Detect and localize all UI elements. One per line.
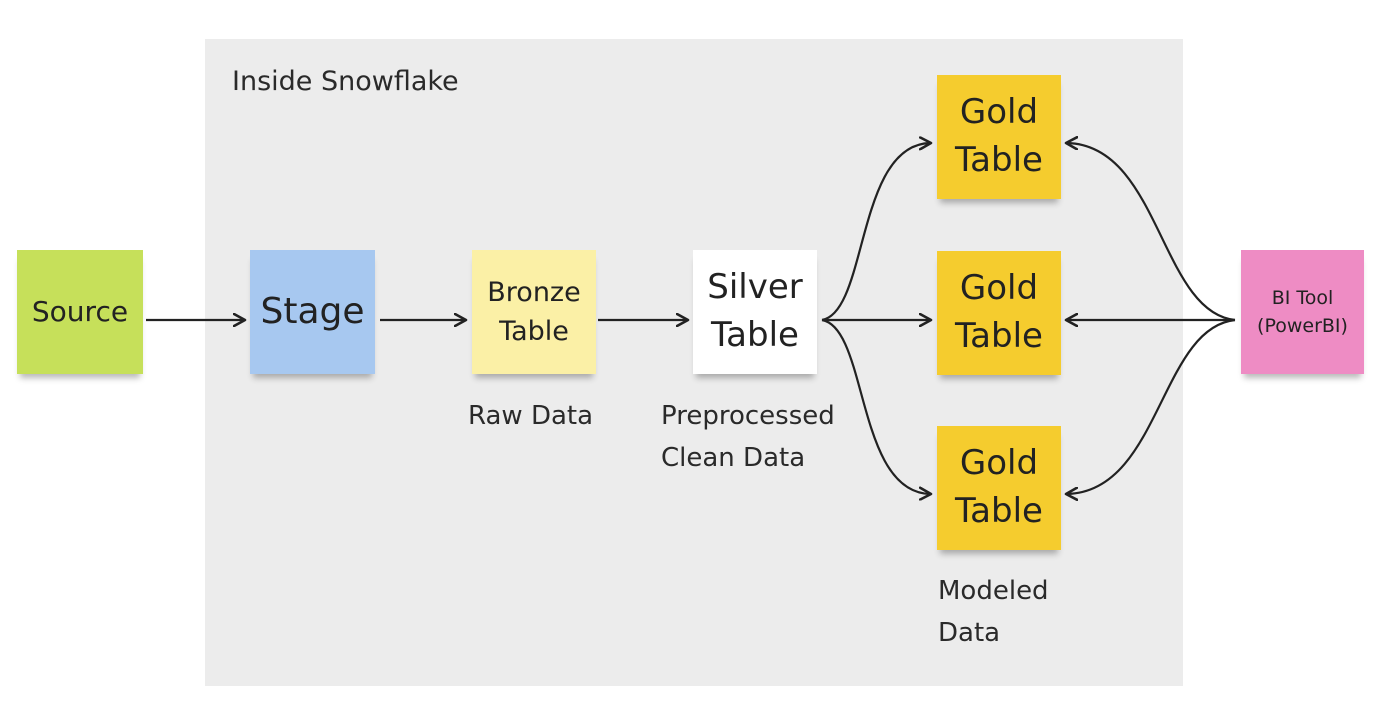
source-node: Source (17, 250, 143, 374)
modeled-caption-line1: Modeled (938, 576, 1049, 606)
gold-table-node-2: Gold Table (937, 251, 1061, 375)
bronze-table-label-line2: Table (499, 316, 569, 347)
stage-node: Stage (250, 250, 375, 374)
preprocessed-caption-line2: Clean Data (661, 443, 806, 473)
modeled-caption: Modeled Data (938, 570, 1049, 654)
bronze-table-node: Bronze Table (472, 250, 596, 374)
gold-table-node-3: Gold Table (937, 426, 1061, 550)
gold-table-node-1: Gold Table (937, 75, 1061, 199)
gold-table-1-label-line1: Gold (959, 92, 1039, 133)
gold-table-3-label-line1: Gold (959, 443, 1039, 484)
preprocessed-caption: Preprocessed Clean Data (661, 395, 835, 479)
source-node-label: Source (31, 295, 129, 329)
silver-table-label-line1: Silver (707, 267, 803, 308)
gold-table-2-label-line2: Table (955, 316, 1043, 356)
silver-table-node: Silver Table (693, 250, 817, 374)
gold-table-1-label-line2: Table (955, 140, 1043, 180)
modeled-caption-line2: Data (938, 618, 1001, 648)
bi-tool-label-line1: BI Tool (1271, 286, 1334, 309)
snowflake-region-label: Inside Snowflake (232, 66, 459, 97)
bi-tool-node: BI Tool (PowerBI) (1241, 250, 1364, 374)
gold-table-3-label-line2: Table (955, 491, 1043, 531)
preprocessed-caption-line1: Preprocessed (661, 401, 835, 431)
bi-tool-label-line2: (PowerBI) (1257, 315, 1348, 337)
stage-node-label: Stage (260, 291, 365, 333)
raw-data-caption-text: Raw Data (468, 401, 594, 431)
silver-table-label-line2: Table (711, 315, 799, 355)
raw-data-caption: Raw Data (468, 395, 593, 437)
bronze-table-label-line1: Bronze (487, 276, 581, 308)
gold-table-2-label-line1: Gold (959, 268, 1039, 309)
